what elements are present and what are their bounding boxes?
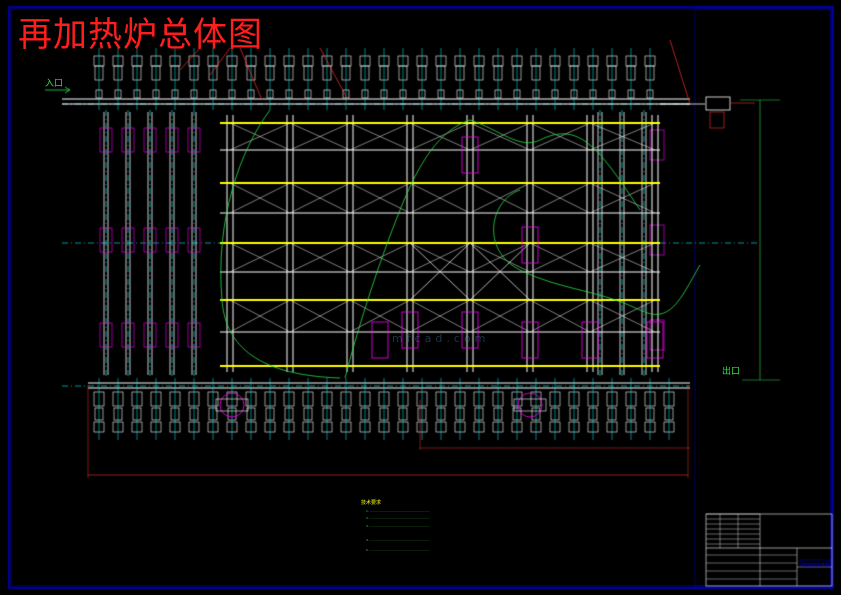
technical-note: 4. ……………………………………………………: [366, 538, 430, 542]
outlet-label: 出口: [722, 367, 741, 377]
technical-note: 1. ……………………………………………………: [366, 509, 430, 513]
watermark-text: mfcad.com: [392, 332, 490, 345]
title-block-drawing-name: 再加热炉总体图: [801, 562, 829, 567]
technical-note: 3. ……………………………………………………: [366, 524, 430, 528]
technical-note: 5. ……………………………………………………: [366, 548, 430, 552]
technical-note: 2. ……………………………………………………: [366, 516, 430, 520]
inlet-label: 入口: [45, 79, 64, 89]
technical-notes-title: 技术要求: [361, 500, 382, 506]
drawing-title: 再加热炉总体图: [18, 15, 263, 55]
